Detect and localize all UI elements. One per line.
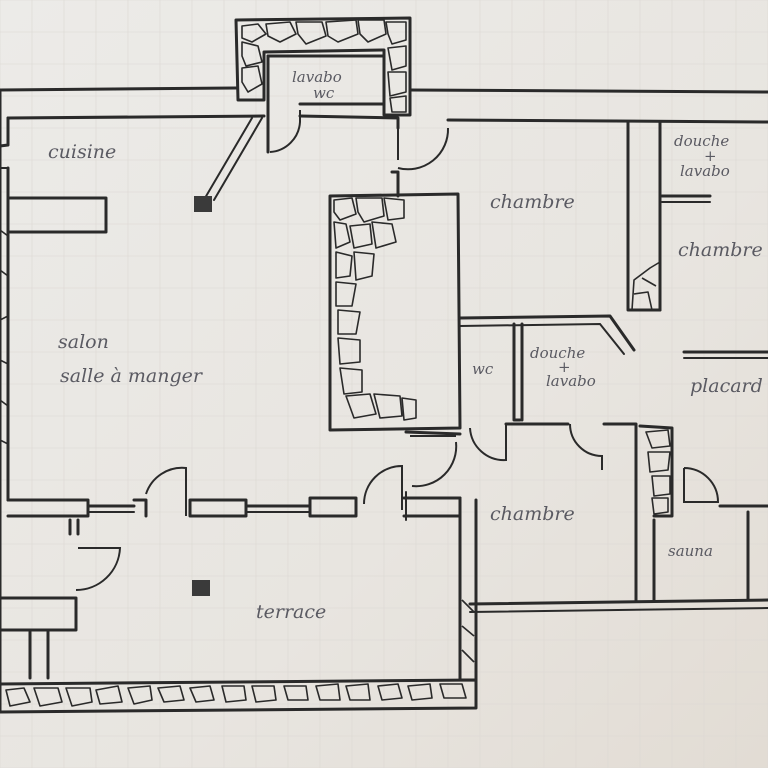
room-label-douche-mid: douche: [530, 344, 585, 362]
room-label-lavabo: lavabo: [292, 68, 342, 86]
room-label-salon: salon: [58, 331, 109, 353]
room-label-sauna: sauna: [668, 542, 713, 560]
room-label-lavabo-mid: lavabo: [546, 372, 596, 390]
room-label-cuisine: cuisine: [48, 141, 116, 163]
room-label-wc: wc: [313, 84, 335, 102]
terrace-area: terrace: [0, 518, 326, 680]
right-top-rooms: douche + lavabo chambre: [626, 120, 763, 312]
bottom-right-rooms: chambre sauna: [468, 422, 768, 613]
top-stone-chimney: [234, 16, 412, 117]
room-label-wc-mid: wc: [472, 360, 494, 378]
door-chambre-1: [397, 127, 450, 171]
kitchen-area: cuisine: [8, 117, 263, 234]
middle-right-rooms: wc douche + lavabo placard: [458, 314, 768, 470]
room-label-douche-top: douche: [674, 132, 729, 150]
room-label-chambre-2: chambre: [678, 239, 763, 261]
room-label-placard: placard: [690, 375, 763, 397]
room-label-plus-mid: +: [558, 358, 571, 376]
left-stone-strip: [0, 229, 9, 445]
room-label-plus-top: +: [704, 147, 717, 165]
exterior-walls: [0, 86, 768, 702]
door-fireplace-bottom: [410, 435, 458, 488]
room-label-chambre-3: chambre: [490, 503, 575, 525]
room-label-salle-a-manger: salle à manger: [60, 365, 204, 387]
room-label-terrace: terrace: [256, 601, 326, 623]
room-label-lavabo-top: lavabo: [680, 162, 730, 180]
terrace-post: [192, 580, 210, 596]
room-label-chambre-1: chambre: [490, 191, 575, 213]
lavabo-wc-room: lavabo wc: [266, 54, 386, 154]
bottom-stone-wall: [0, 678, 478, 714]
kitchen-post: [194, 196, 212, 212]
central-fireplace: [328, 192, 462, 432]
